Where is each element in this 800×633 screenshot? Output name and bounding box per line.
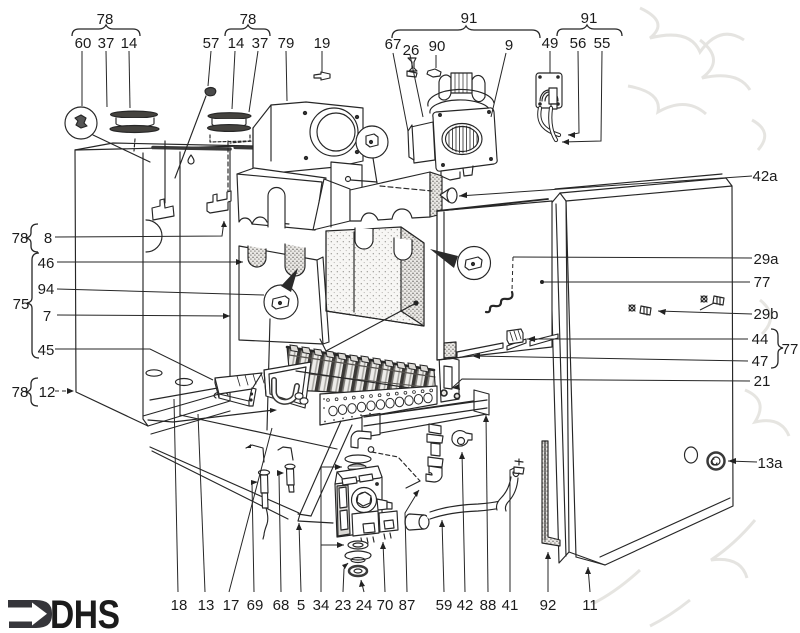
svg-text:79: 79 <box>278 35 295 52</box>
svg-text:14: 14 <box>121 35 138 52</box>
svg-text:11: 11 <box>582 597 598 614</box>
svg-text:94: 94 <box>38 281 55 298</box>
svg-text:59: 59 <box>436 597 453 614</box>
svg-text:49: 49 <box>542 35 559 52</box>
svg-text:91: 91 <box>581 10 598 27</box>
svg-text:18: 18 <box>171 597 188 614</box>
svg-text:57: 57 <box>203 35 220 52</box>
svg-text:70: 70 <box>377 597 394 614</box>
svg-text:77: 77 <box>754 274 771 291</box>
svg-text:8: 8 <box>44 230 52 247</box>
svg-text:9: 9 <box>505 37 513 54</box>
svg-text:24: 24 <box>356 597 373 614</box>
svg-text:17: 17 <box>223 597 240 614</box>
svg-text:75: 75 <box>13 296 30 313</box>
svg-text:37: 37 <box>252 35 269 52</box>
svg-text:55: 55 <box>594 35 611 52</box>
svg-text:12: 12 <box>39 384 56 401</box>
svg-text:78: 78 <box>97 11 114 28</box>
svg-text:90: 90 <box>429 38 446 55</box>
svg-text:26: 26 <box>403 42 420 59</box>
svg-text:23: 23 <box>335 597 352 614</box>
svg-text:19: 19 <box>314 35 331 52</box>
svg-text:14: 14 <box>228 35 245 52</box>
svg-text:68: 68 <box>273 597 290 614</box>
svg-text:77: 77 <box>782 341 799 358</box>
svg-text:60: 60 <box>75 35 92 52</box>
svg-text:45: 45 <box>38 342 55 359</box>
svg-text:78: 78 <box>240 11 257 28</box>
svg-text:46: 46 <box>38 255 55 272</box>
svg-text:42: 42 <box>457 597 474 614</box>
svg-text:34: 34 <box>313 597 330 614</box>
svg-text:69: 69 <box>247 597 264 614</box>
svg-text:88: 88 <box>480 597 497 614</box>
svg-text:87: 87 <box>399 597 416 614</box>
svg-text:21: 21 <box>754 373 771 390</box>
svg-text:29b: 29b <box>753 306 778 323</box>
svg-text:91: 91 <box>461 10 478 27</box>
svg-text:41: 41 <box>502 597 519 614</box>
svg-text:13: 13 <box>198 597 215 614</box>
svg-text:47: 47 <box>752 353 769 370</box>
svg-text:78: 78 <box>12 384 29 401</box>
svg-text:42a: 42a <box>752 168 778 185</box>
svg-text:13a: 13a <box>757 455 783 472</box>
svg-text:92: 92 <box>540 597 557 614</box>
svg-text:7: 7 <box>43 308 51 325</box>
svg-text:37: 37 <box>98 35 115 52</box>
svg-text:56: 56 <box>570 35 587 52</box>
svg-text:5: 5 <box>297 597 305 614</box>
svg-text:29a: 29a <box>753 251 779 268</box>
svg-text:44: 44 <box>752 331 769 348</box>
svg-text:78: 78 <box>12 230 29 247</box>
svg-text:DHS: DHS <box>50 592 120 633</box>
svg-text:67: 67 <box>385 36 402 53</box>
